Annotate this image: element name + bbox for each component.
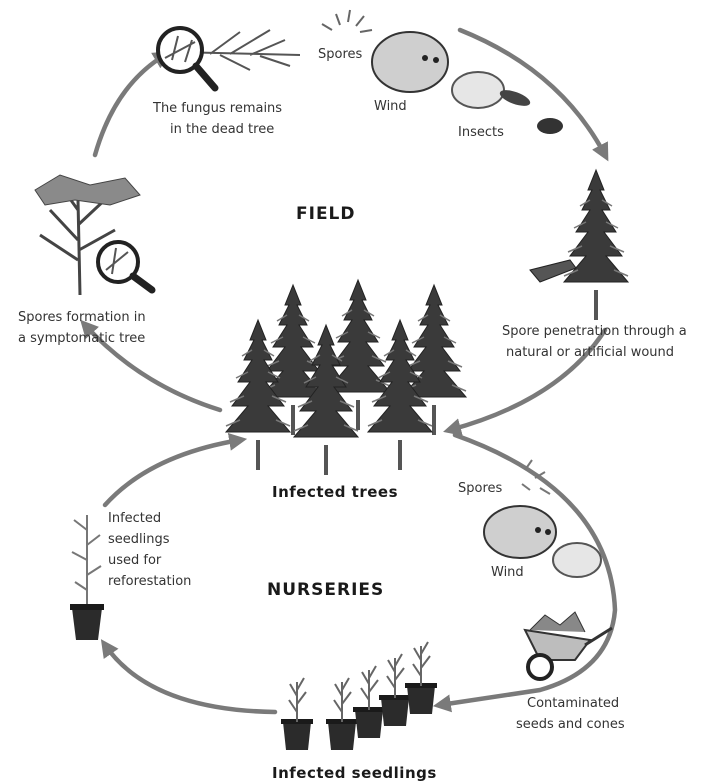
label-formation-line1: Spores formation in [18,310,146,325]
label-contaminated-line1: Contaminated [527,696,619,711]
label-spores-top: Spores [318,47,363,62]
symptomatic-tree-icon [35,175,152,295]
section-title-field: FIELD [296,204,356,224]
label-fungus-line1: The fungus remains [152,101,282,116]
label-reforest-line2: seedlings [108,532,170,547]
label-penetration-line2: natural or artificial wound [506,345,674,360]
magnifier-icon [158,28,215,88]
wounded-tree-icon [530,170,628,320]
label-reforest-line4: reforestation [108,574,191,589]
arrow-left-nursery [105,440,240,505]
cloud-wind-icon [372,32,504,108]
label-fungus-line2: in the dead tree [170,122,274,137]
spores-burst-icon [522,460,550,494]
spores-burst-icon [322,10,372,32]
arrow-bottom-left [105,645,275,712]
label-wind-bottom: Wind [491,565,524,580]
label-reforest-line3: used for [108,553,162,568]
label-spores-bottom: Spores [458,481,503,496]
label-contaminated-line2: seeds and cones [516,717,625,732]
label-infected-trees: Infected trees [272,483,398,501]
label-infected-seedlings: Infected seedlings [272,764,437,782]
label-formation-line2: a symptomatic tree [18,331,145,346]
pot-seedling-icon [70,515,104,640]
label-insects: Insects [458,125,504,140]
magnifier-icon [98,242,152,290]
wheelbarrow-icon [525,612,612,679]
infected-trees-cluster [226,280,466,475]
label-penetration-line1: Spore penetration through a [502,324,687,339]
label-reforest-line1: Infected [108,511,161,526]
infected-seedlings-row [281,642,437,750]
dead-tree-illustration [158,28,300,88]
label-wind-top: Wind [374,99,407,114]
insect-icon [498,87,563,134]
section-title-nurseries: NURSERIES [267,580,384,600]
